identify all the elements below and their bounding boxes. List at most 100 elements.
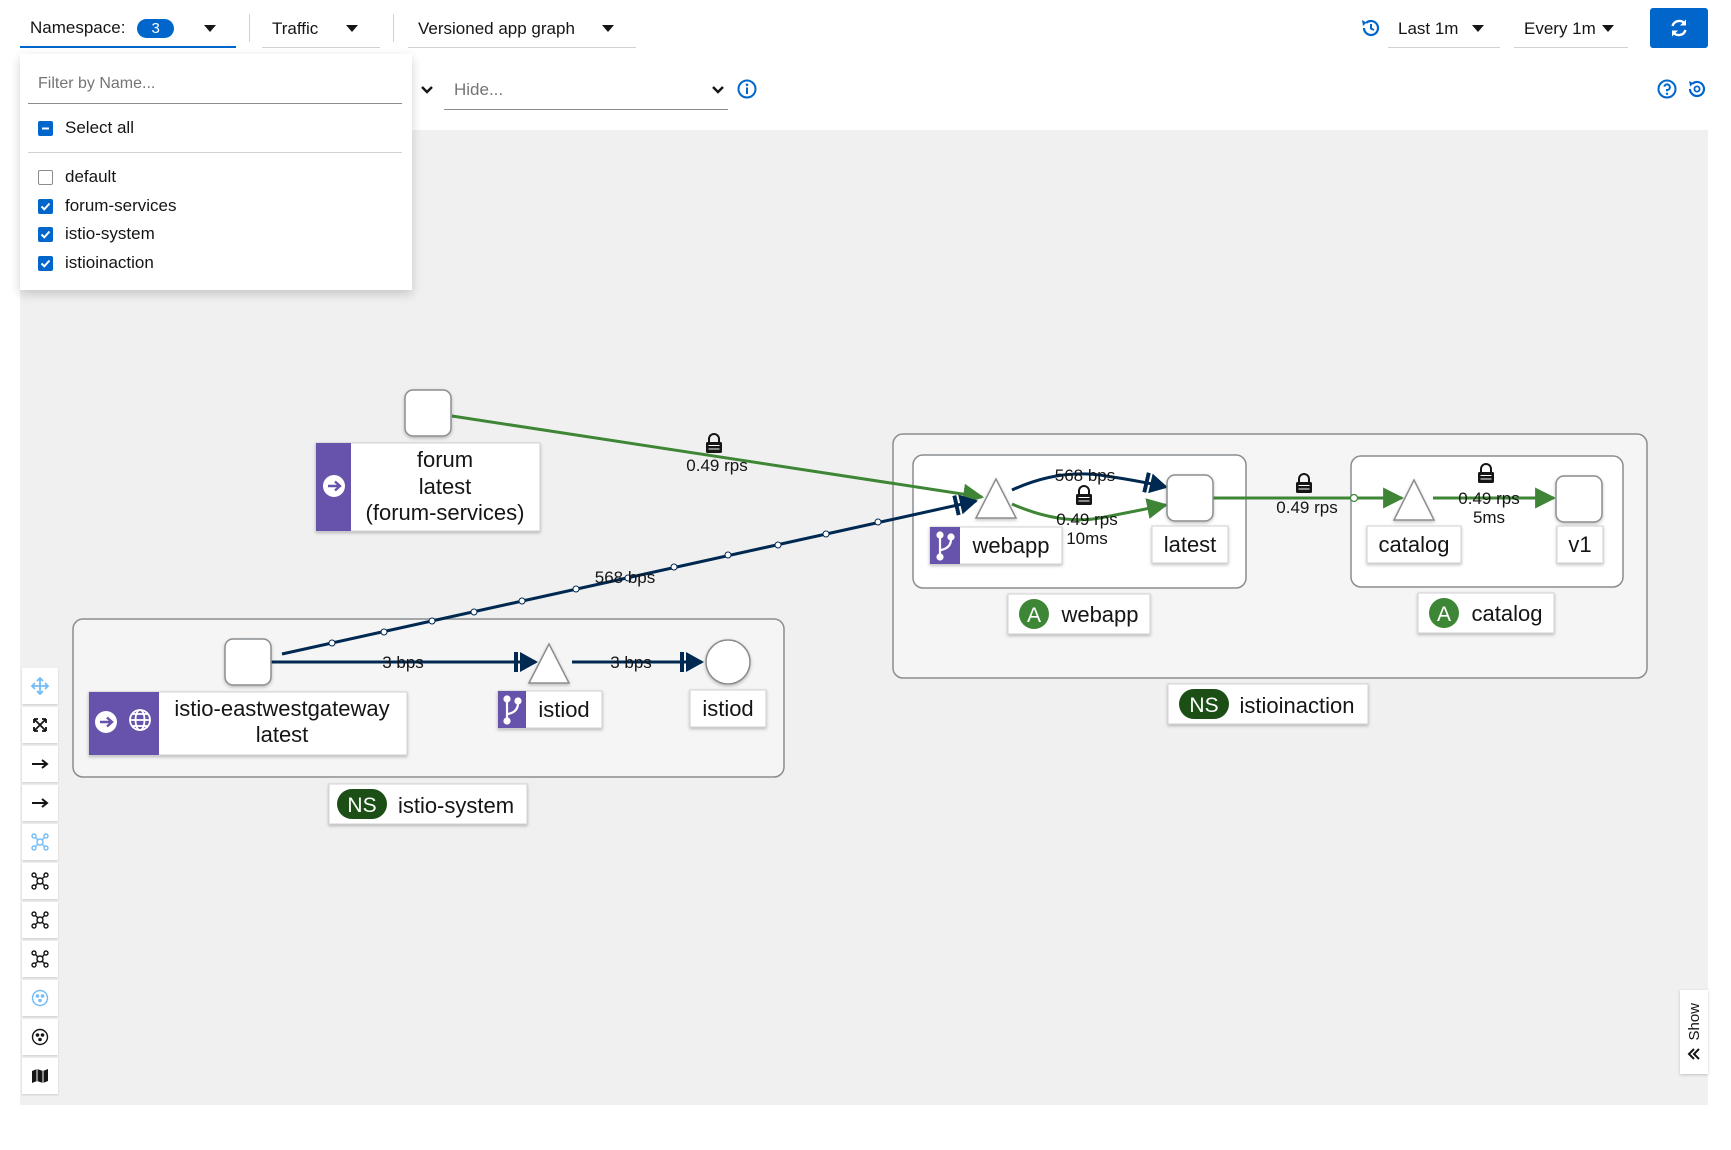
- graph-toolbar: [22, 668, 58, 1098]
- edge-forum-to-webapp[interactable]: [451, 414, 985, 505]
- namespace-dropdown-menu: Select all default forum-services istio-…: [20, 54, 412, 290]
- show-side-panel-tab[interactable]: Show: [1680, 990, 1708, 1074]
- node-webapp-service[interactable]: [974, 477, 1018, 519]
- hide-input[interactable]: [444, 70, 728, 110]
- edge-label-forum-webapp: 0.49 rps: [686, 456, 747, 475]
- select-all-checkbox-row[interactable]: Select all: [38, 118, 134, 138]
- layout-horizontal-icon[interactable]: [22, 746, 58, 782]
- ns-istio-system-badge: NS: [347, 794, 376, 817]
- namespace-count-badge: 3: [137, 18, 174, 38]
- node-istiod-service[interactable]: [527, 642, 571, 684]
- chevron-down-icon: [421, 86, 433, 94]
- edge-label-webapp-latest-rt: 10ms: [1066, 529, 1108, 548]
- catalog-service-label: catalog: [1379, 532, 1450, 557]
- replay-icon[interactable]: [1686, 78, 1708, 100]
- istiod-service-label: istiod: [538, 697, 589, 722]
- namespace-option-istio-system[interactable]: istio-system: [38, 224, 155, 244]
- layout-cola-icon[interactable]: [22, 902, 58, 938]
- node-label-webapp-latest: [1151, 525, 1229, 564]
- arrow-circle-right-icon: [95, 711, 117, 733]
- question-circle-icon[interactable]: [1656, 78, 1678, 100]
- refresh-button[interactable]: [1650, 8, 1708, 48]
- node-webapp-latest-workload[interactable]: [1166, 474, 1214, 522]
- edge-label-catalog-v1: 0.49 rps: [1458, 489, 1519, 508]
- node-label-istiod-service: [497, 690, 603, 729]
- istiod-workload-label: istiod: [702, 696, 753, 721]
- show-tab-label: Show: [1685, 1003, 1703, 1041]
- graph-type-label: Versioned app graph: [418, 18, 575, 38]
- ns-istioinaction-label: istioinaction: [1240, 693, 1355, 718]
- find-dropdown-toggle[interactable]: [412, 70, 442, 110]
- fit-to-screen-icon[interactable]: [22, 707, 58, 743]
- refresh-interval-dropdown[interactable]: Every 1m: [1514, 10, 1628, 48]
- hide-dropdown-toggle[interactable]: [706, 70, 730, 110]
- namespace-option-default[interactable]: default: [38, 167, 116, 187]
- edge-label-gateway-istiod: 3 bps: [382, 653, 424, 672]
- edge-webapp-to-latest-tcp[interactable]: [1011, 472, 1168, 494]
- chevron-down-icon: [712, 86, 724, 94]
- traffic-dropdown[interactable]: Traffic: [262, 10, 380, 48]
- graph-svg: 0.49 rps 568 bps 3 bps 3 bps 568 bps 0.4…: [72, 389, 1648, 825]
- graph-canvas[interactable]: 0.49 rps 568 bps 3 bps 3 bps 568 bps 0.4…: [20, 130, 1708, 1105]
- select-all-checkbox[interactable]: [38, 120, 53, 136]
- node-eastwestgateway-workload[interactable]: [224, 638, 272, 686]
- namespace-dropdown-toggle[interactable]: Namespace: 3: [20, 10, 236, 48]
- namespace-label: Namespace:: [30, 18, 126, 37]
- app-webapp-badge: A: [1027, 604, 1041, 627]
- node-label-forum: [315, 442, 541, 532]
- traffic-label: Traffic: [272, 18, 319, 38]
- code-branch-icon: [503, 695, 522, 725]
- layout-grid-icon[interactable]: [22, 941, 58, 977]
- code-branch-icon: [936, 531, 955, 561]
- node-catalog-v1-workload[interactable]: [1555, 475, 1603, 523]
- namespace-label-istioinaction: [1167, 683, 1369, 725]
- layout-cose-icon[interactable]: [22, 863, 58, 899]
- graph-type-dropdown[interactable]: Versioned app graph: [408, 10, 636, 48]
- ns-istio-system-label: istio-system: [398, 793, 514, 818]
- app-catalog-label: catalog: [1472, 601, 1543, 626]
- app-webapp-label: webapp: [1060, 602, 1138, 627]
- history-icon[interactable]: [1358, 14, 1384, 42]
- lock-icon: [1296, 473, 1312, 493]
- forum-label-line-3: (forum-services): [366, 500, 525, 525]
- edge-label-webapp-latest-http: 0.49 rps: [1056, 510, 1117, 529]
- edge-label-webapp-latest-tcp: 568 bps: [1055, 466, 1116, 485]
- namespace-filter-input[interactable]: [28, 64, 402, 104]
- webapp-workload-label: latest: [1164, 532, 1217, 557]
- edge-label-catalog-v1-rt: 5ms: [1473, 508, 1505, 527]
- app-label-catalog: [1417, 592, 1555, 634]
- gateway-label-line-1: istio-eastwestgateway: [174, 696, 389, 721]
- caret-down-icon: [602, 25, 614, 32]
- refresh-interval-label: Every 1m: [1524, 18, 1596, 38]
- caret-down-icon: [1602, 25, 1614, 32]
- edge-label-gateway-webapp: 568 bps: [595, 568, 656, 587]
- duration-dropdown[interactable]: Last 1m: [1388, 10, 1500, 48]
- node-catalog-service[interactable]: [1392, 478, 1436, 521]
- duration-label: Last 1m: [1398, 18, 1459, 38]
- caret-down-icon: [346, 25, 358, 32]
- namespace-label-istio-system: [328, 783, 528, 825]
- namespace-checkbox-istio-system[interactable]: [38, 226, 53, 242]
- pan-icon[interactable]: [22, 668, 58, 704]
- namespace-option-label: istioinaction: [65, 253, 154, 272]
- info-circle-icon[interactable]: [736, 78, 758, 100]
- namespace-checkbox-istioinaction[interactable]: [38, 255, 53, 271]
- namespace-checkbox-default[interactable]: [38, 169, 53, 185]
- namespace-layout-alt-icon[interactable]: [22, 1019, 58, 1055]
- globe-icon: [129, 709, 151, 731]
- node-forum-workload[interactable]: [404, 389, 452, 437]
- namespace-option-label: istio-system: [65, 224, 155, 243]
- namespace-option-label: default: [65, 167, 117, 186]
- edge-webapp-to-latest-http[interactable]: [1011, 498, 1169, 522]
- node-label-catalog-service: [1366, 525, 1462, 564]
- arrow-circle-right-icon: [323, 475, 345, 497]
- namespace-layout-icon[interactable]: [22, 980, 58, 1016]
- namespace-option-forum-services[interactable]: forum-services: [38, 196, 176, 216]
- layout-dagre-icon[interactable]: [22, 824, 58, 860]
- namespace-option-istioinaction[interactable]: istioinaction: [38, 253, 154, 273]
- namespace-checkbox-forum-services[interactable]: [38, 198, 53, 214]
- node-label-catalog-v1: [1556, 525, 1604, 564]
- legend-map-icon[interactable]: [22, 1058, 58, 1094]
- node-istiod-workload[interactable]: [705, 639, 751, 685]
- layout-vertical-icon[interactable]: [22, 785, 58, 821]
